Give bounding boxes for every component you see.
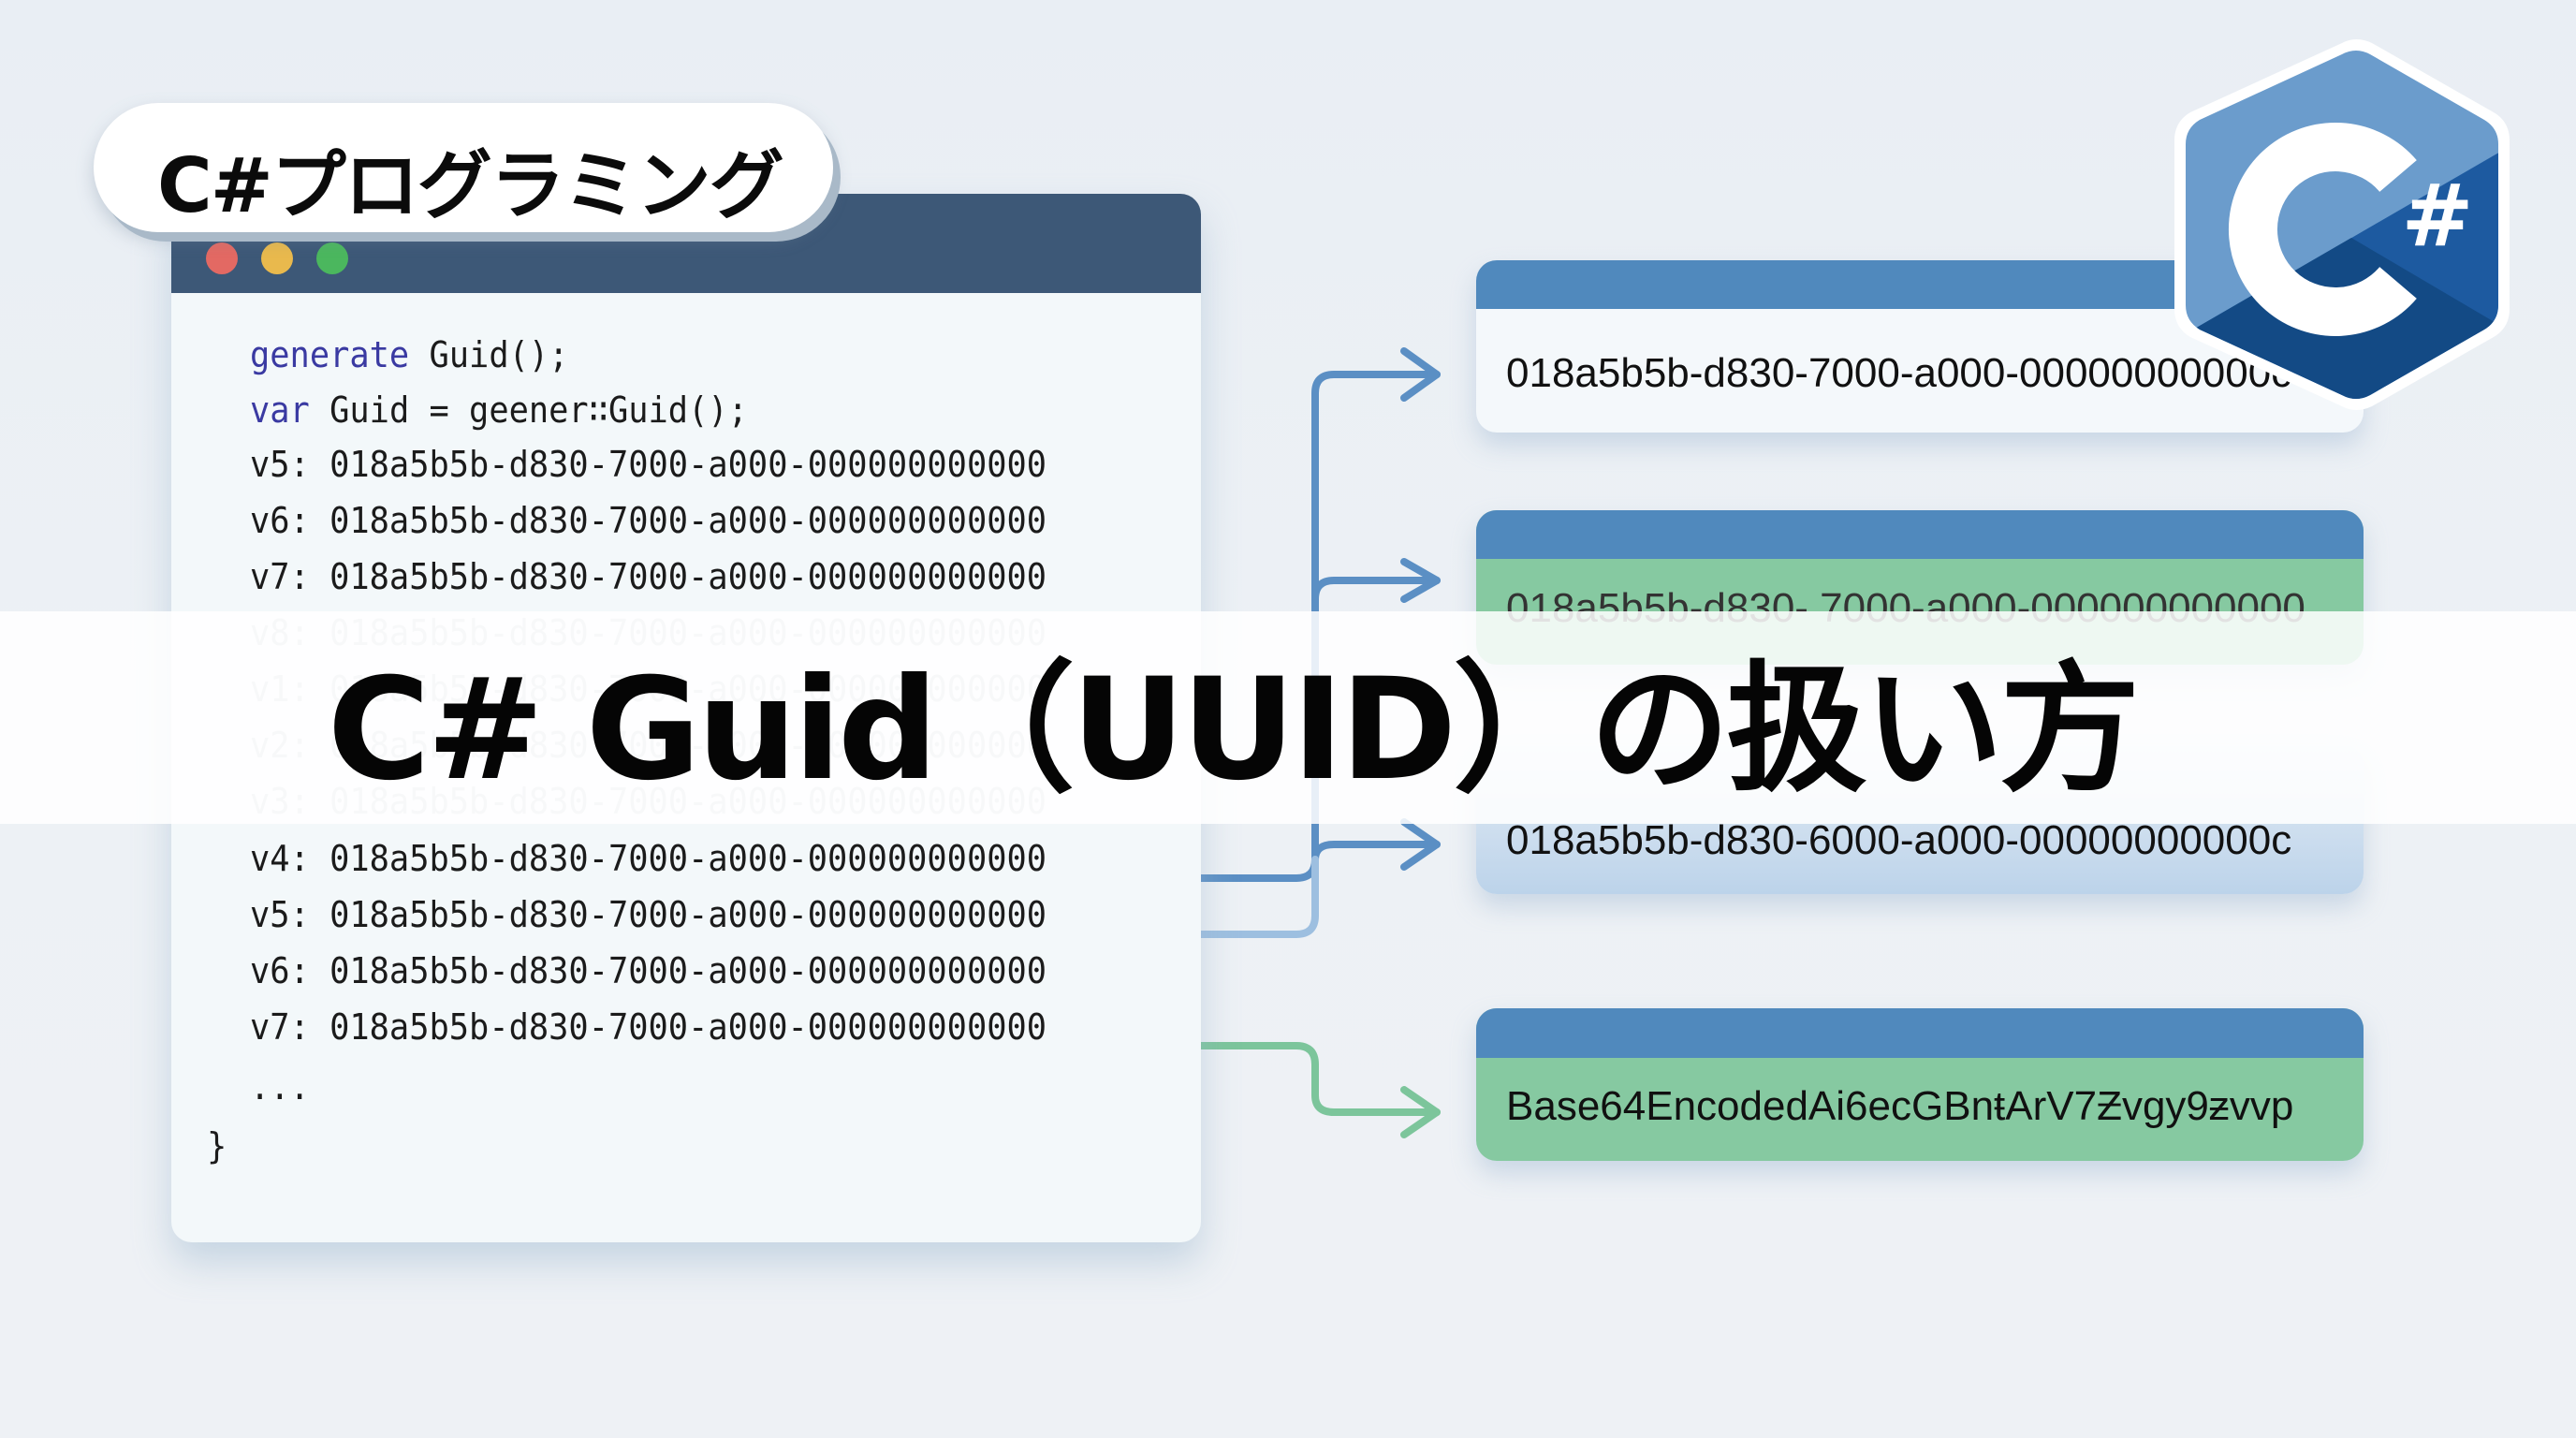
arrow-to-card-2 (1311, 577, 1441, 603)
arrow-from-v5 (1149, 856, 1319, 938)
code-text: v7: 018a5b5b-d830-7000-a000-000000000000 (250, 1006, 1047, 1048)
code-keyword: generate (250, 334, 410, 375)
code-text: v4: 018a5b5b-d830-7000-a000-000000000000 (250, 838, 1047, 879)
maximize-dot-icon[interactable] (316, 242, 348, 274)
code-keyword: var (250, 389, 310, 431)
csharp-hash-glyph: # (2401, 166, 2473, 266)
code-line: v5: 018a5b5b-d830-7000-a000-000000000000 (250, 897, 1046, 932)
csharp-c-glyph (2229, 123, 2417, 336)
card-header-bar (1476, 510, 2364, 559)
guid-card-value: 018a5b5b-d830-7000-a000-00000000000c (1506, 350, 2292, 396)
code-line: v5: 018a5b5b-d830-7000-a000-000000000000 (250, 447, 1046, 482)
arrow-head-card-4 (1400, 1086, 1441, 1138)
arrow-head-card-2 (1400, 558, 1441, 603)
code-text: Guid(); (409, 334, 569, 375)
code-text: Guid = geener∷Guid(); (309, 389, 748, 431)
code-text: v6: 018a5b5b-d830-7000-a000-000000000000 (250, 950, 1047, 991)
code-text: v5: 018a5b5b-d830-7000-a000-000000000000 (250, 444, 1047, 485)
code-text: v7: 018a5b5b-d830-7000-a000-000000000000 (250, 556, 1047, 597)
code-line: v6: 018a5b5b-d830-7000-a000-000000000000 (250, 503, 1046, 538)
arrow-head-card-1 (1400, 347, 1441, 402)
minimize-dot-icon[interactable] (261, 242, 293, 274)
code-line: v6: 018a5b5b-d830-7000-a000-000000000000 (250, 953, 1046, 989)
category-label: C#プログラミング (94, 103, 833, 232)
csharp-logo-icon: # (2174, 39, 2510, 410)
code-line: v7: 018a5b5b-d830-7000-a000-000000000000 (250, 559, 1046, 594)
arrow-to-card-4 (1149, 1042, 1441, 1116)
code-line: v7: 018a5b5b-d830-7000-a000-000000000000 (250, 1009, 1046, 1045)
code-line: var Guid = geener∷Guid(); (250, 392, 748, 428)
code-text: } (207, 1125, 227, 1167)
code-text: v6: 018a5b5b-d830-7000-a000-000000000000 (250, 500, 1047, 541)
base64-card-value: Base64EncodedAi6ecGBnŧArV7Ƶvgy9ƶvvp (1506, 1083, 2294, 1129)
code-text: ... (250, 1066, 310, 1108)
base64-card: Base64EncodedAi6ecGBnŧArV7Ƶvgy9ƶvvp (1476, 1008, 2364, 1161)
category-label-text: C#プログラミング (157, 142, 784, 229)
arrow-head-card-3 (1400, 818, 1441, 871)
guid-card-value: 018a5b5b-d830-6000-a000-00000000000c (1506, 817, 2292, 863)
close-dot-icon[interactable] (206, 242, 238, 274)
code-line: v4: 018a5b5b-d830-7000-a000-000000000000 (250, 841, 1046, 876)
code-line: } (207, 1128, 227, 1164)
code-text: v5: 018a5b5b-d830-7000-a000-000000000000 (250, 894, 1047, 935)
card-header-bar (1476, 1008, 2364, 1058)
title-banner: C# Guid（UUID）の扱い方 (0, 611, 2576, 824)
page-title: C# Guid（UUID）の扱い方 (327, 649, 2141, 812)
code-line: generate Guid(); (250, 337, 568, 373)
code-line: ... (250, 1069, 310, 1105)
